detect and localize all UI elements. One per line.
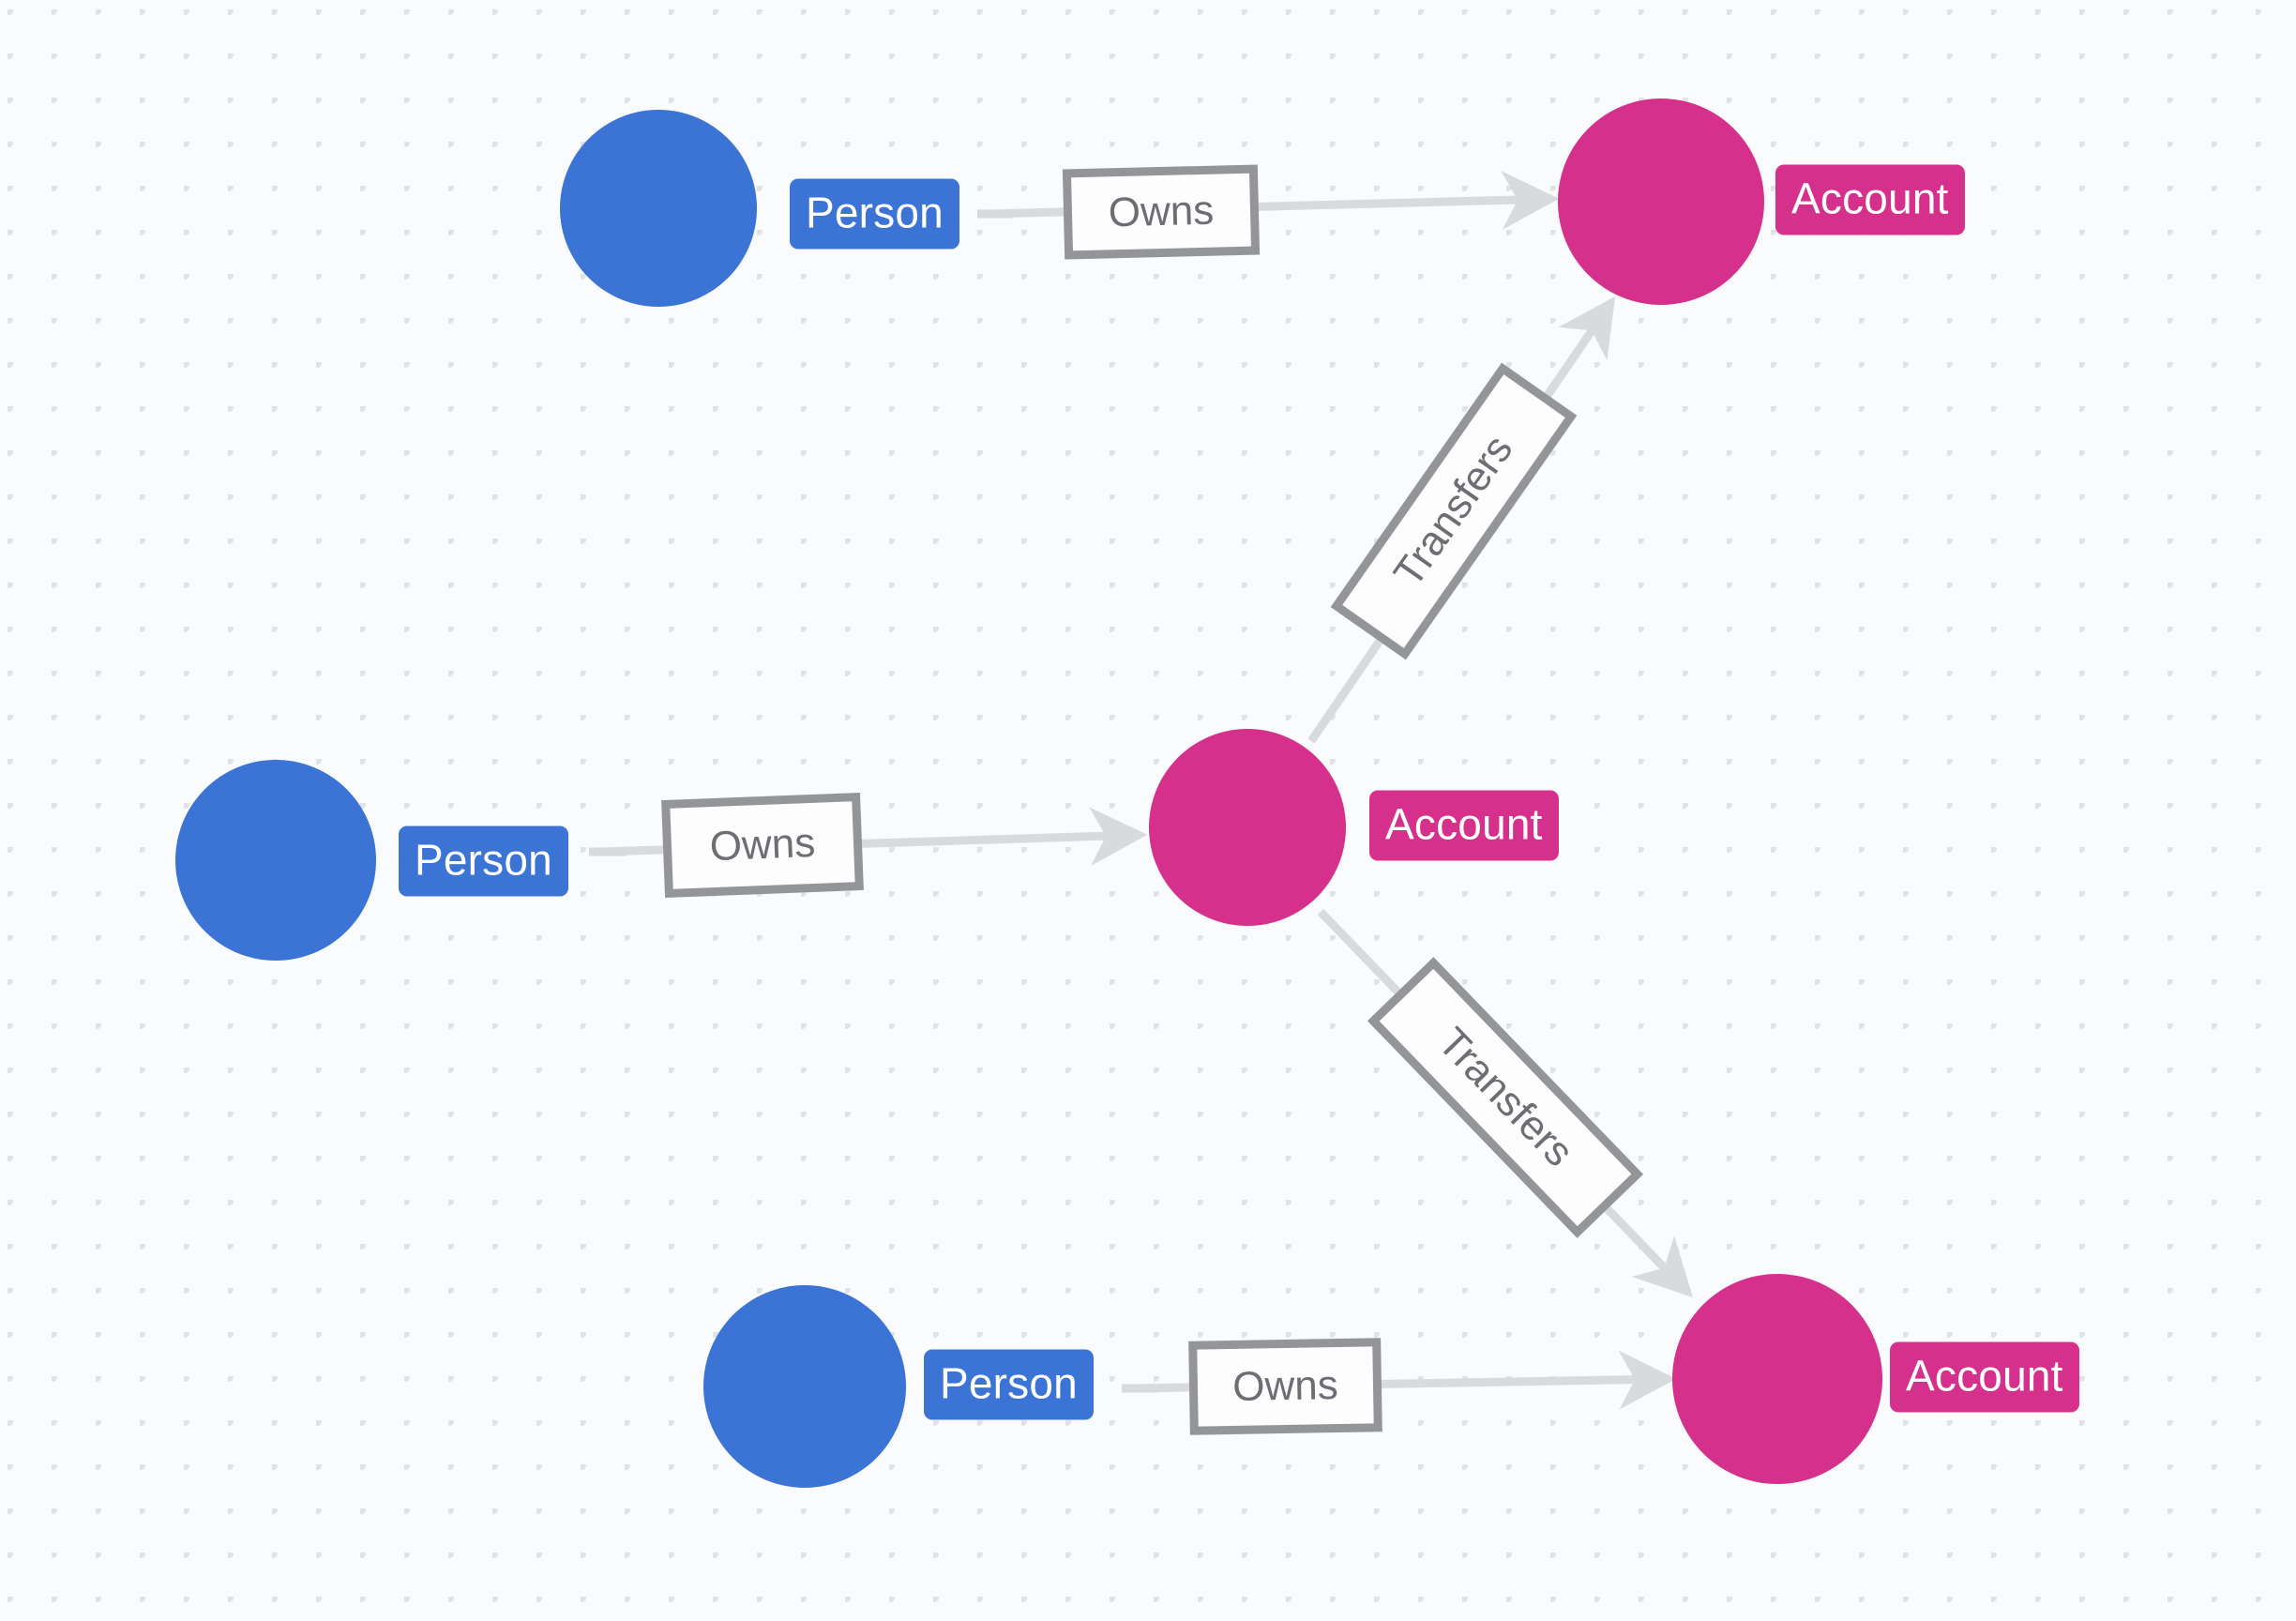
node-label-person[interactable]: Person [790, 178, 959, 250]
edge-label-owns[interactable]: Owns [661, 792, 864, 899]
node-label-account[interactable]: Account [1890, 1341, 2079, 1413]
edge-label-transfers[interactable]: Transfers [1367, 957, 1644, 1238]
label-connector-stub [1122, 1384, 1157, 1393]
graph-node-person[interactable] [703, 1285, 906, 1488]
graph-node-account[interactable] [1558, 98, 1764, 305]
label-connector-stub [589, 847, 627, 856]
node-label-account[interactable]: Account [1369, 790, 1559, 861]
edge-label-transfers[interactable]: Transfers [1330, 362, 1578, 660]
node-label-person[interactable]: Person [399, 826, 568, 897]
label-connector-stub [977, 209, 1013, 219]
edge-label-owns[interactable]: Owns [1187, 1338, 1382, 1435]
graph-node-person[interactable] [560, 110, 757, 307]
graph-node-account[interactable] [1672, 1274, 1882, 1484]
edge-label-owns[interactable]: Owns [1062, 164, 1261, 260]
graph-node-person[interactable] [175, 760, 376, 961]
graph-node-account[interactable] [1149, 729, 1346, 926]
node-label-account[interactable]: Account [1775, 164, 1965, 235]
node-label-person[interactable]: Person [924, 1349, 1094, 1420]
